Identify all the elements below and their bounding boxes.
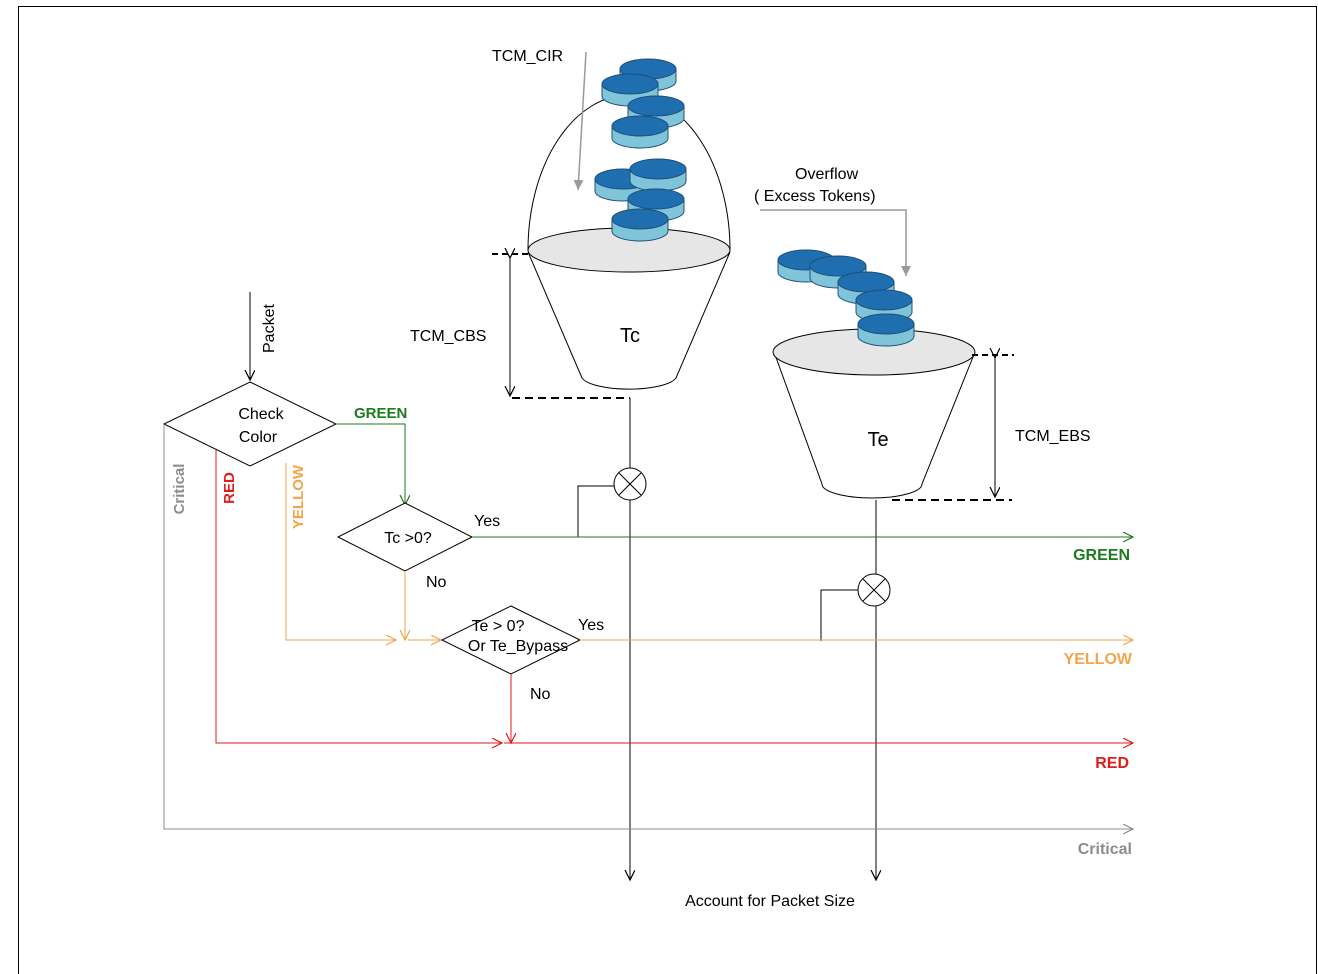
critical-output-line	[163, 424, 1133, 829]
diagram-frame	[18, 6, 1317, 974]
packet-label: Packet	[261, 304, 278, 353]
green-branch-line	[336, 423, 405, 505]
critical-branch-label: Critical	[171, 464, 188, 515]
account-label: Account for Packet Size	[685, 893, 855, 910]
tc-bucket	[527, 94, 731, 390]
tc-tokens	[594, 58, 687, 242]
overflow-label-line2: ( Excess Tokens)	[754, 188, 876, 205]
te-test-label-line2: Or Te_Bypass	[468, 638, 568, 655]
red-branch-label: RED	[221, 472, 238, 504]
te-bucket	[772, 328, 976, 499]
check-color-label-line2: Color	[239, 429, 278, 446]
overflow-label-line1: Overflow	[795, 166, 859, 183]
te-test-label-line1: Te > 0?	[472, 618, 525, 635]
yellow-branch-line	[285, 463, 396, 640]
yellow-branch-label: YELLOW	[290, 464, 307, 529]
te-decrement-junction	[820, 573, 891, 641]
ebs-dimension	[892, 355, 1014, 501]
check-color-label-line1: Check	[238, 406, 284, 423]
te-yes-label: Yes	[578, 617, 604, 634]
critical-output-label: Critical	[1078, 841, 1132, 858]
cir-arrow	[573, 51, 587, 191]
overflow-arrow	[760, 209, 911, 276]
cir-label: TCM_CIR	[492, 48, 563, 65]
ebs-label: TCM_EBS	[1015, 428, 1091, 445]
te-bucket-label: Te	[867, 429, 888, 451]
green-branch-label: GREEN	[354, 405, 407, 422]
tc-test-label: Tc >0?	[384, 530, 432, 547]
green-output-label: GREEN	[1073, 547, 1130, 564]
tc-bucket-label: Tc	[620, 325, 640, 347]
yellow-output-label: YELLOW	[1064, 651, 1133, 668]
check-color-diamond	[162, 381, 338, 467]
te-no-label: No	[530, 686, 551, 703]
tc-no-label: No	[426, 574, 447, 591]
tc-yes-label: Yes	[474, 513, 500, 530]
red-output-label: RED	[1095, 755, 1129, 772]
red-branch-line	[215, 450, 502, 743]
cbs-label: TCM_CBS	[410, 328, 486, 345]
tc-decrement-junction	[577, 467, 647, 537]
cbs-dimension	[492, 254, 630, 399]
